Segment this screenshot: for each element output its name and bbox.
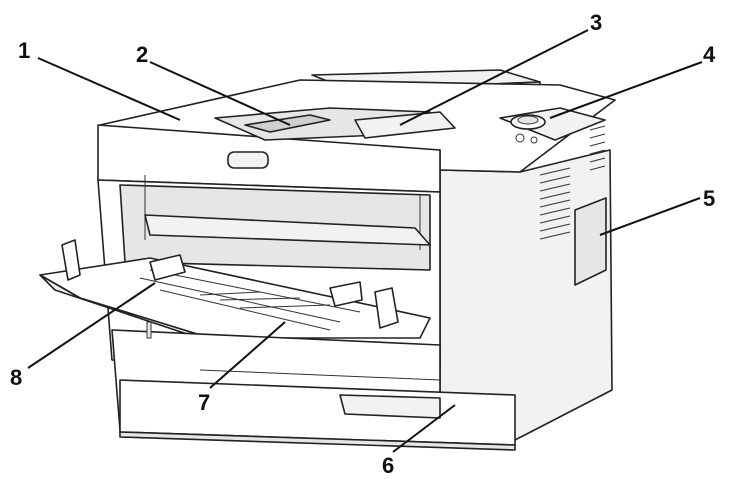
leader-5 (599, 197, 701, 236)
leader-7 (209, 321, 286, 389)
callout-1: 1 (18, 38, 30, 63)
leader-3 (399, 29, 589, 126)
callout-6: 6 (382, 453, 394, 478)
callout-7: 7 (198, 390, 210, 415)
leader-4 (549, 61, 703, 119)
callout-2: 2 (136, 42, 148, 67)
leader-1 (37, 57, 181, 121)
leader-8 (27, 282, 156, 369)
side-vents (539, 125, 606, 240)
callout-labels: 1 2 3 4 5 6 7 8 (10, 10, 716, 478)
callout-4: 4 (703, 42, 716, 67)
leader-lines (27, 29, 703, 453)
printer-illustration (39, 69, 616, 451)
callout-5: 5 (703, 186, 715, 211)
leader-6 (392, 404, 456, 453)
leader-2 (149, 61, 291, 126)
callout-8: 8 (10, 365, 22, 390)
callout-3: 3 (590, 10, 602, 35)
